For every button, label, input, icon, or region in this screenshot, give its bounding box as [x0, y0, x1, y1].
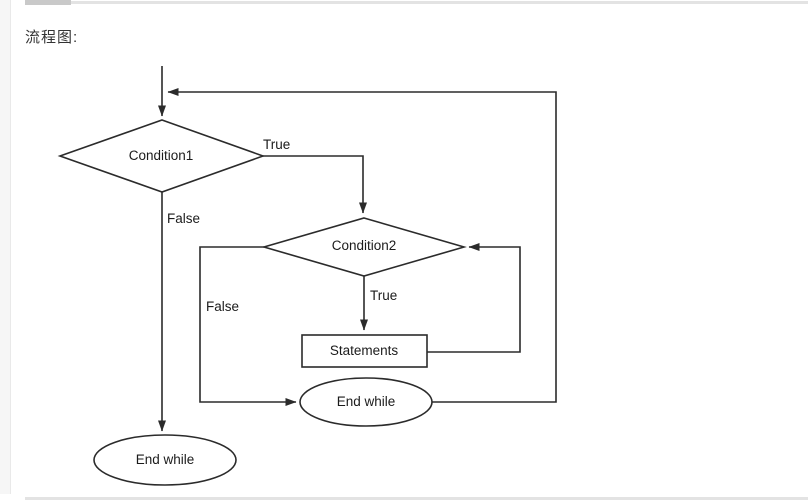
condition2-label: Condition2 [331, 238, 397, 253]
statements-label: Statements [329, 343, 399, 358]
edge-condition2-false [199, 246, 297, 406]
edge-outer-loop [167, 88, 557, 403]
page-left-gutter [0, 0, 11, 494]
end-while-outer-ellipse [93, 434, 237, 486]
top-divider-segment [25, 0, 71, 5]
condition1-false-label: False [167, 211, 201, 226]
end-while-outer-label: End while [135, 452, 195, 467]
end-while-inner-label: End while [336, 394, 396, 409]
condition1-true-label: True [263, 137, 291, 152]
condition2-true-label: True [370, 288, 398, 303]
page-title: 流程图: [25, 29, 79, 46]
condition1-diamond [57, 119, 266, 193]
condition2-false-label: False [206, 299, 240, 314]
top-divider [25, 1, 808, 4]
condition2-diamond [261, 217, 467, 277]
edge-condition1-true [263, 155, 367, 214]
end-while-inner-ellipse [299, 377, 433, 427]
condition1-label: Condition1 [128, 148, 194, 163]
statements-box [301, 334, 428, 368]
edge-inner-loop [427, 243, 521, 353]
bottom-divider [25, 497, 808, 500]
